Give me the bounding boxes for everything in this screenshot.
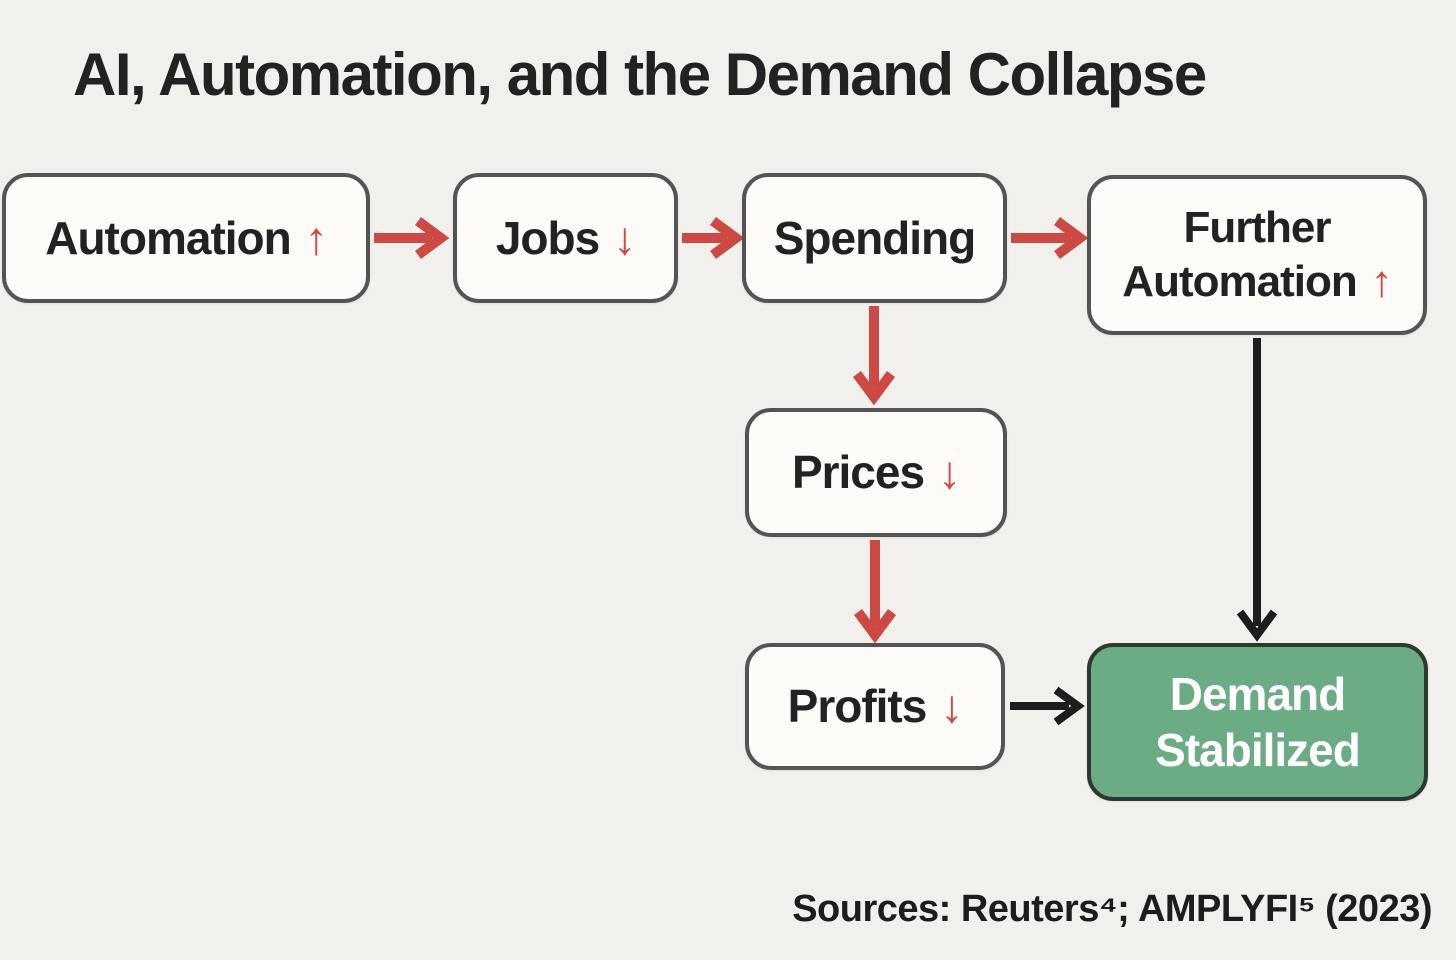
node-prices-label: Prices [791, 446, 925, 499]
arrow-further-automation-to-demand [1236, 338, 1278, 642]
page-title: AI, Automation, and the Demand Collapse [73, 41, 1207, 108]
node-automation: Automation↑ [2, 173, 370, 303]
trend-up-glyph: ↑ [1370, 257, 1393, 306]
node-further-automation: Further Automation ↑ [1087, 175, 1427, 335]
node-profits-label: Profits [787, 680, 928, 733]
node-spending: Spending [742, 173, 1007, 303]
node-automation-label: Automation [45, 211, 292, 264]
source-note: Sources: Reuters⁴; AMPLYFI⁵ (2023) [792, 888, 1432, 930]
node-jobs-label: Jobs [495, 211, 600, 264]
arrow-automation-to-jobs [374, 216, 450, 260]
node-jobs: Jobs↓ [453, 173, 678, 303]
node-further-automation-label-line2: Automation [1122, 257, 1357, 306]
node-further-automation-label-line1: Further [1183, 203, 1332, 253]
trend-down-glyph: ↓ [613, 211, 636, 264]
node-profits: Profits↓ [745, 643, 1005, 770]
node-prices: Prices↓ [745, 408, 1007, 537]
node-spending-label: Spending [773, 211, 977, 264]
node-demand-stabilized: Demand Stabilized [1087, 643, 1428, 801]
arrow-spending-to-prices [852, 306, 896, 406]
node-demand-stabilized-label-line2: Stabilized [1155, 724, 1361, 776]
node-demand-stabilized-label-line1: Demand [1169, 667, 1346, 720]
arrow-prices-to-profits [853, 540, 897, 644]
arrow-profits-to-demand [1010, 686, 1085, 726]
arrow-spending-to-further-automation [1011, 216, 1089, 260]
trend-down-glyph: ↓ [940, 680, 963, 733]
arrow-jobs-to-spending [682, 216, 745, 260]
trend-up-glyph: ↑ [304, 211, 328, 264]
trend-down-glyph: ↓ [938, 446, 961, 499]
